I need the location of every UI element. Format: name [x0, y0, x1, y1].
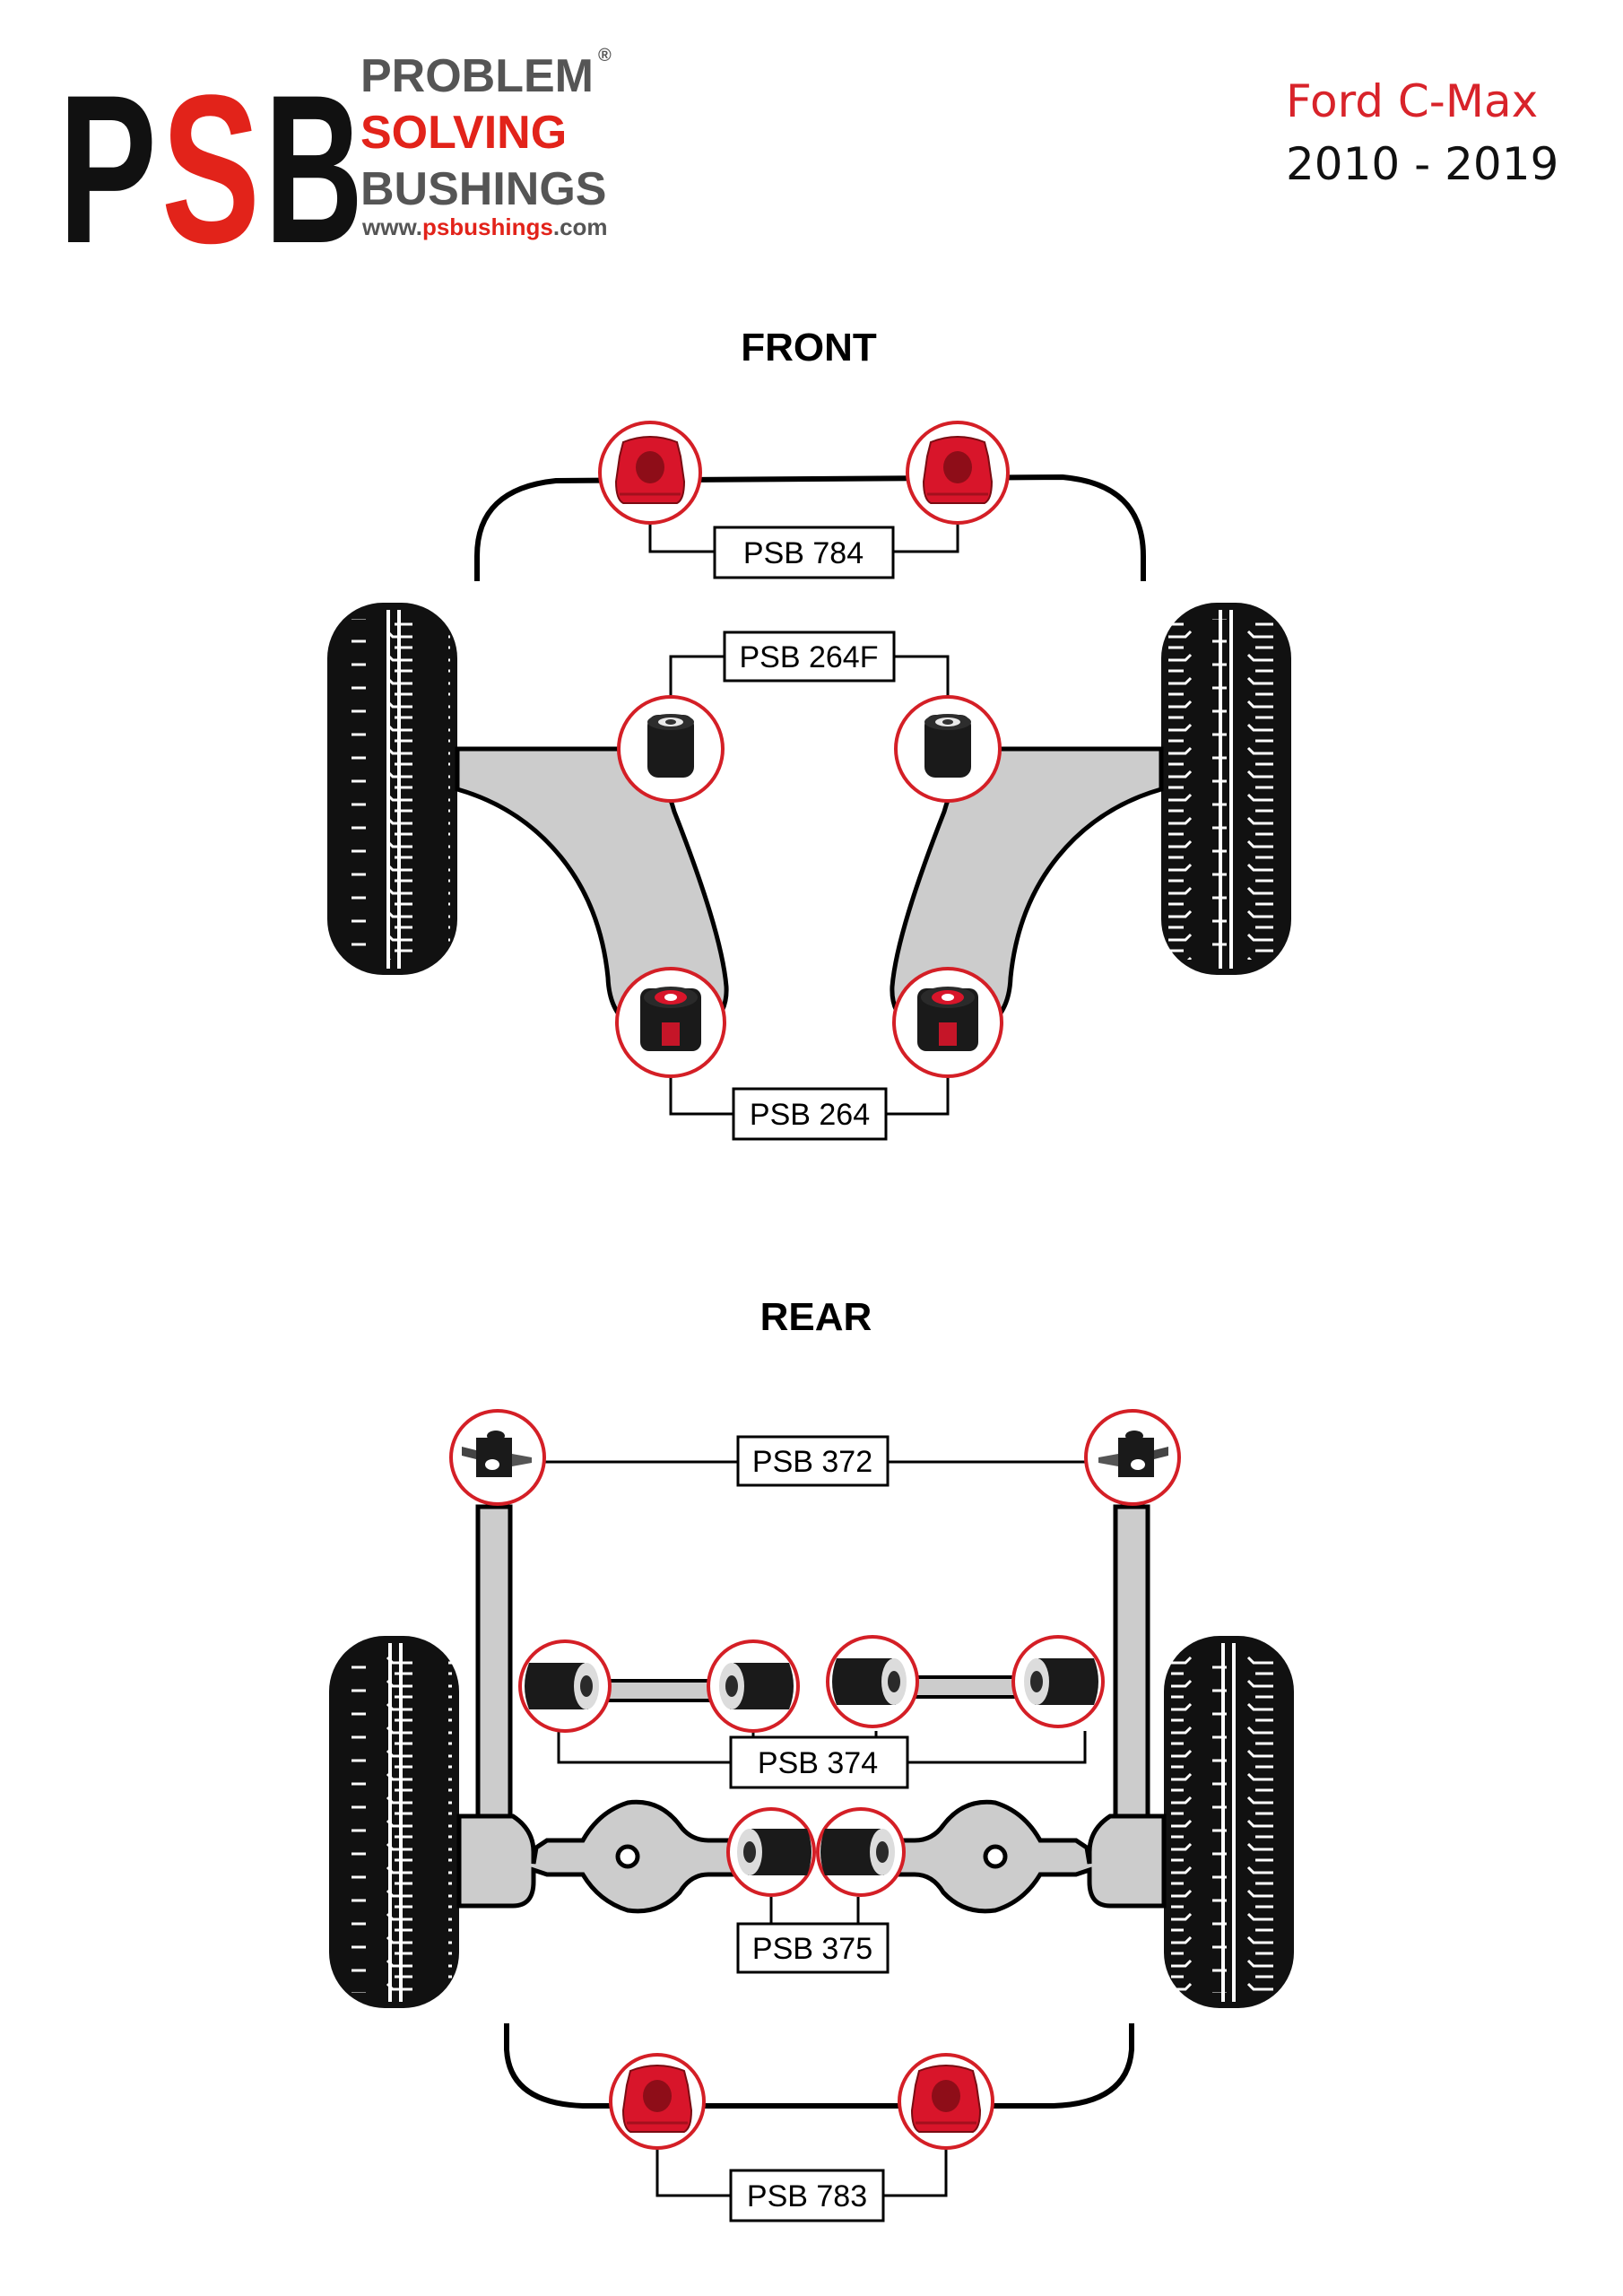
front-arm-rear-bush-right[interactable]	[892, 967, 1003, 1078]
svg-text:PSB 375: PSB 375	[752, 1932, 872, 1966]
svg-text:PSB 783: PSB 783	[747, 2179, 867, 2213]
rear-lower-arm-bush-left[interactable]	[726, 1807, 816, 1897]
rear-right-arm-hole	[983, 1844, 1008, 1869]
rear-anti-roll-bar	[504, 2023, 1134, 2109]
front-anti-roll-bar	[474, 474, 1146, 581]
rear-left-lower-arm	[456, 1799, 747, 1914]
rear-lateral-link-bush-2[interactable]	[707, 1639, 800, 1733]
psb-logo: P S B PROBLEM ® SOLVING BUSHINGS www.psb…	[58, 46, 612, 288]
rear-right-lower-arm	[876, 1799, 1167, 1914]
label-rear-top-mount[interactable]: PSB 372	[736, 1435, 890, 1487]
front-arm-front-bush-left[interactable]	[617, 695, 725, 803]
front-arm-rear-bush-left[interactable]	[615, 967, 726, 1078]
logo-letter-b: B	[265, 51, 363, 288]
rear-lower-arm-bush-right[interactable]	[816, 1807, 906, 1897]
svg-text:PSB 264F: PSB 264F	[740, 640, 879, 674]
front-left-tyre	[327, 603, 457, 975]
rear-section-title: REAR	[760, 1295, 872, 1339]
vehicle-model: Ford C-Max	[1286, 75, 1538, 127]
rear-top-mount-bush-right[interactable]	[1084, 1409, 1181, 1506]
label-rear-anti-roll-bar[interactable]: PSB 783	[729, 2169, 885, 2222]
front-right-tyre	[1161, 603, 1291, 975]
svg-text:PSB 372: PSB 372	[752, 1445, 872, 1479]
rear-lateral-link-bush-4[interactable]	[1011, 1635, 1105, 1728]
svg-text:PSB 784: PSB 784	[743, 536, 864, 570]
logo-line-solving: SOLVING	[360, 107, 567, 159]
svg-text:PSB 264: PSB 264	[750, 1098, 870, 1132]
logo-line-problem: PROBLEM	[360, 50, 594, 102]
label-front-anti-roll-bar[interactable]: PSB 784	[713, 526, 895, 579]
rear-left-shock	[475, 1504, 513, 1823]
label-rear-lateral-link[interactable]: PSB 374	[729, 1735, 909, 1789]
rear-left-arm-hole	[615, 1844, 640, 1869]
front-section-title: FRONT	[741, 326, 877, 370]
logo-letter-s: S	[161, 51, 260, 288]
rear-right-shock	[1113, 1504, 1150, 1823]
logo-line-bushings: BUSHINGS	[360, 163, 606, 215]
logo-website: www.psbushings.com	[361, 213, 608, 240]
label-rear-lower-arm[interactable]: PSB 375	[736, 1922, 890, 1974]
front-arb-bush-left[interactable]	[598, 421, 702, 525]
rear-arb-bush-left[interactable]	[609, 2053, 706, 2150]
rear-lateral-link-bush-1[interactable]	[518, 1639, 612, 1733]
label-front-arm-rear[interactable]: PSB 264	[732, 1087, 888, 1141]
rear-right-tyre	[1164, 1636, 1294, 2008]
vehicle-years: 2010 - 2019	[1286, 138, 1558, 190]
front-arb-bush-right[interactable]	[906, 421, 1010, 525]
svg-text:PSB 374: PSB 374	[758, 1746, 878, 1780]
rear-top-mount-bush-left[interactable]	[449, 1409, 546, 1506]
logo-letter-p: P	[58, 51, 157, 288]
front-arm-front-bush-right[interactable]	[894, 695, 1002, 803]
rear-arb-bush-right[interactable]	[898, 2053, 994, 2150]
label-front-arm-front[interactable]: PSB 264F	[723, 631, 896, 683]
rear-lateral-link-bush-3[interactable]	[826, 1635, 919, 1728]
logo-registered-mark: ®	[598, 46, 612, 65]
rear-left-tyre	[329, 1636, 459, 2008]
